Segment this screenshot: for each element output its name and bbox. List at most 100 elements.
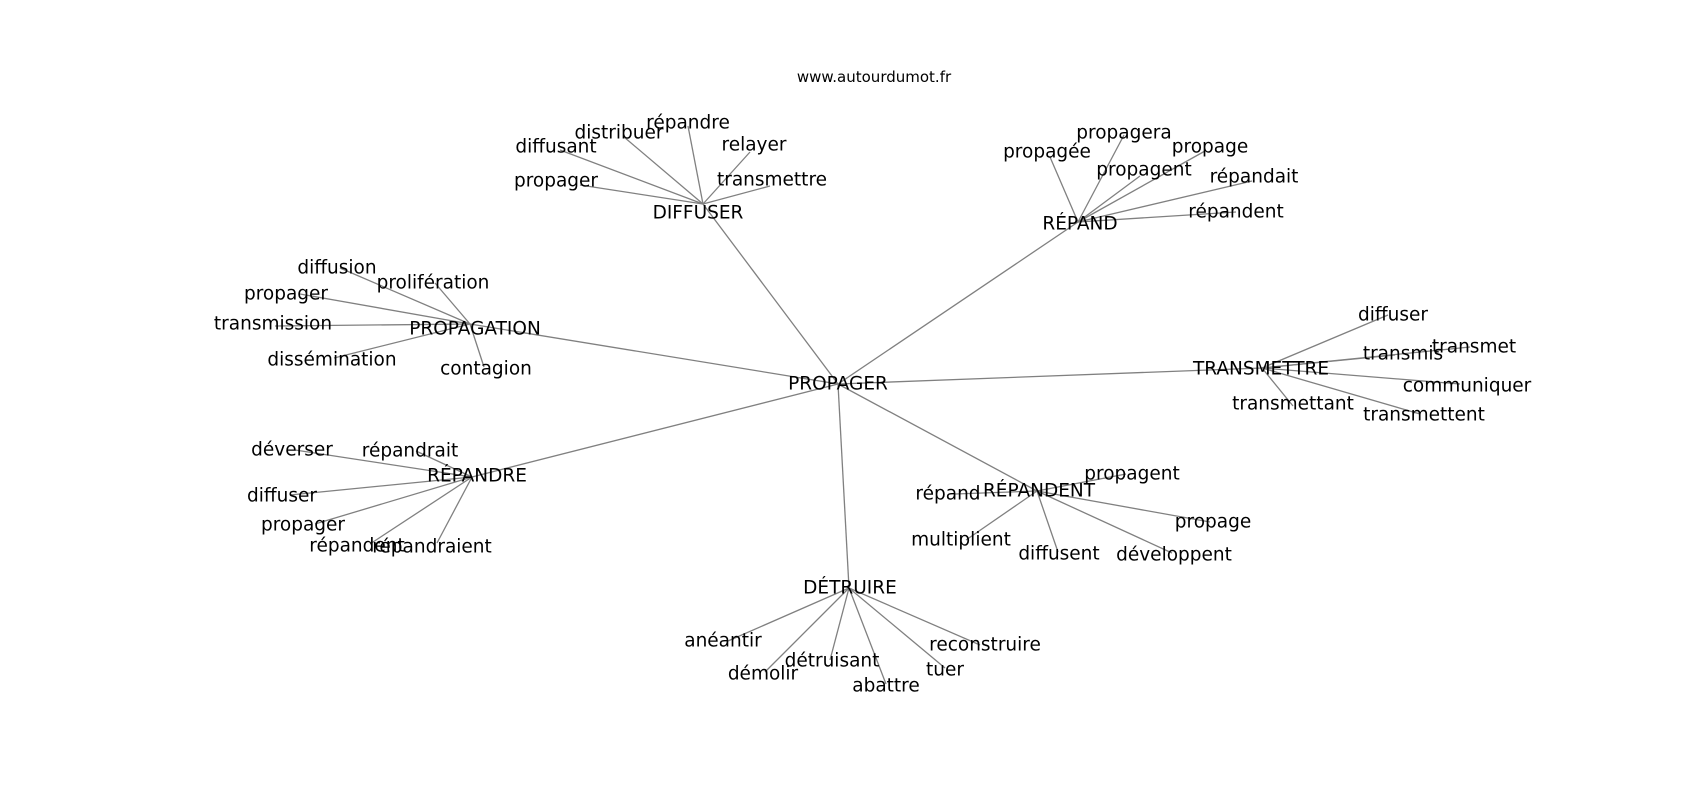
leaf-node-label[interactable]: développent: [1116, 545, 1232, 566]
edge-hub-to-leaf: [1077, 134, 1125, 223]
edge-center-to-hub: [469, 323, 839, 385]
leaf-node-label[interactable]: diffuser: [247, 486, 317, 507]
leaf-node-label[interactable]: répandent: [309, 536, 405, 557]
edge-center-to-hub: [837, 383, 1038, 492]
leaf-node-label[interactable]: dissémination: [267, 350, 396, 371]
leaf-node-label[interactable]: transmis: [1363, 344, 1443, 365]
leaf-node-label[interactable]: répandent: [1188, 202, 1284, 223]
hub-node-label[interactable]: DIFFUSER: [653, 203, 744, 224]
leaf-node-label[interactable]: prolifération: [377, 273, 490, 294]
leaf-node-label[interactable]: propagent: [1084, 464, 1179, 485]
leaf-node-label[interactable]: diffusion: [297, 258, 376, 279]
leaf-node-label[interactable]: propager: [261, 515, 345, 536]
edge-hub-to-leaf: [369, 476, 473, 545]
edge-hub-to-leaf: [1049, 156, 1079, 223]
edge-hub-to-leaf: [848, 587, 981, 646]
edge-hub-to-leaf: [299, 293, 471, 325]
edge-hub-to-leaf: [1261, 367, 1294, 407]
edge-hub-to-leaf: [848, 587, 946, 669]
leaf-node-label[interactable]: démolir: [728, 664, 799, 685]
leaf-node-label[interactable]: répandre: [646, 113, 730, 134]
leaf-node-label[interactable]: répandraient: [372, 537, 492, 558]
leaf-node-label[interactable]: transmet: [1432, 337, 1516, 358]
edge-hub-to-leaf: [1036, 490, 1059, 553]
edge-hub-to-leaf: [333, 323, 471, 359]
leaf-node-label[interactable]: reconstruire: [929, 635, 1041, 656]
leaf-node-label[interactable]: transmission: [214, 314, 332, 335]
leaf-node-label[interactable]: transmettre: [717, 170, 827, 191]
edge-hub-to-leaf: [1261, 367, 1421, 415]
leaf-node-label[interactable]: distribuer: [575, 123, 664, 144]
edges-layer: [274, 125, 1471, 685]
leaf-node-label[interactable]: répand: [915, 484, 980, 505]
edge-center-to-hub: [837, 383, 850, 589]
hub-node-label[interactable]: DÉTRUIRE: [803, 577, 897, 599]
edge-hub-to-leaf: [764, 587, 850, 673]
hub-node-label[interactable]: RÉPAND: [1042, 213, 1117, 235]
leaf-node-label[interactable]: relayer: [722, 135, 787, 156]
leaf-node-label[interactable]: diffusant: [515, 137, 596, 158]
leaf-node-label[interactable]: communiquer: [1403, 376, 1532, 397]
edge-hub-to-leaf: [469, 323, 485, 368]
center-node-label[interactable]: PROPAGER: [788, 374, 888, 395]
edge-hub-to-leaf: [1261, 367, 1461, 385]
edge-hub-to-leaf: [1261, 314, 1389, 369]
edge-hub-to-leaf: [702, 151, 751, 205]
edge-hub-to-leaf: [1036, 490, 1211, 523]
edge-hub-to-leaf: [687, 125, 704, 205]
edge-hub-to-leaf: [1077, 211, 1237, 223]
edge-hub-to-leaf: [1077, 150, 1206, 223]
leaf-node-label[interactable]: propager: [514, 171, 598, 192]
leaf-node-label[interactable]: propage: [1175, 512, 1251, 533]
edge-center-to-hub: [471, 383, 839, 478]
nodes-layer: PROPAGERDIFFUSERrépandredistribuerdiffus…: [214, 113, 1532, 697]
leaf-node-label[interactable]: diffuser: [1358, 305, 1428, 326]
edge-hub-to-leaf: [559, 149, 704, 205]
leaf-node-label[interactable]: détruisant: [785, 651, 880, 672]
leaf-node-label[interactable]: tuer: [926, 660, 964, 681]
leaf-node-label[interactable]: transmettent: [1363, 405, 1485, 426]
edge-hub-to-leaf: [434, 282, 471, 325]
hub-node-label[interactable]: PROPAGATION: [409, 319, 541, 340]
leaf-node-label[interactable]: multiplient: [911, 530, 1011, 551]
leaf-node-label[interactable]: propagée: [1003, 142, 1091, 163]
edge-hub-to-leaf: [848, 587, 887, 685]
edge-hub-to-leaf: [415, 450, 473, 478]
leaf-node-label[interactable]: propagera: [1076, 123, 1171, 144]
edge-center-to-hub: [702, 203, 839, 385]
edge-hub-to-leaf: [623, 136, 704, 205]
leaf-node-label[interactable]: déverser: [251, 440, 333, 461]
edge-hub-to-leaf: [1036, 490, 1173, 554]
edge-hub-to-leaf: [314, 476, 473, 525]
hub-node-label[interactable]: RÉPANDRE: [427, 465, 527, 487]
edge-hub-to-leaf: [702, 185, 771, 205]
edge-hub-to-leaf: [954, 490, 1038, 495]
edge-hub-to-leaf: [1077, 175, 1141, 223]
leaf-node-label[interactable]: propager: [244, 284, 328, 305]
edge-center-to-hub: [837, 221, 1079, 385]
leaf-node-label[interactable]: répandrait: [362, 441, 458, 462]
leaf-node-label[interactable]: contagion: [440, 359, 532, 380]
edge-hub-to-leaf: [294, 449, 473, 478]
edge-hub-to-leaf: [339, 267, 471, 325]
hub-node-label[interactable]: TRANSMETTRE: [1192, 359, 1329, 380]
edge-hub-to-leaf: [1261, 346, 1471, 369]
leaf-node-label[interactable]: anéantir: [684, 631, 762, 652]
leaf-node-label[interactable]: propagent: [1096, 160, 1191, 181]
edge-hub-to-leaf: [965, 490, 1038, 541]
leaf-node-label[interactable]: répandait: [1210, 167, 1299, 188]
edge-hub-to-leaf: [1036, 473, 1127, 492]
hub-node-label[interactable]: RÉPANDENT: [983, 480, 1096, 502]
edge-hub-to-leaf: [829, 587, 850, 661]
edge-hub-to-leaf: [274, 323, 471, 327]
edge-hub-to-leaf: [727, 587, 850, 642]
edge-hub-to-leaf: [436, 476, 473, 544]
leaf-node-label[interactable]: abattre: [852, 676, 920, 697]
edge-hub-to-leaf: [289, 476, 473, 496]
edge-center-to-hub: [837, 367, 1263, 385]
site-label: www.autourdumot.fr: [797, 68, 952, 86]
leaf-node-label[interactable]: propage: [1172, 137, 1248, 158]
leaf-node-label[interactable]: diffusent: [1018, 544, 1099, 565]
leaf-node-label[interactable]: transmettant: [1232, 394, 1354, 415]
